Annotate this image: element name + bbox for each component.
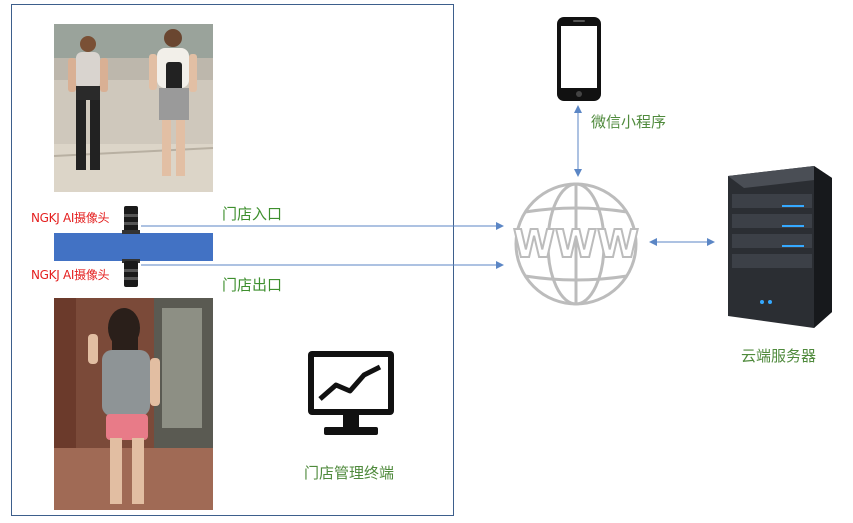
exit-camera-label: NGKJ AI摄像头 bbox=[31, 268, 110, 282]
management-terminal-icon bbox=[306, 349, 396, 439]
entrance-photo bbox=[54, 24, 213, 192]
cloud-server-icon bbox=[722, 162, 834, 332]
entrance-label: 门店入口 bbox=[222, 205, 283, 223]
miniprogram-label: 微信小程序 bbox=[591, 113, 667, 131]
entrance-camera-label: NGKJ AI摄像头 bbox=[31, 211, 110, 225]
cloud-server-label: 云端服务器 bbox=[741, 347, 817, 365]
internet-globe-icon: WWW bbox=[505, 180, 647, 308]
exit-label: 门店出口 bbox=[222, 276, 283, 294]
exit-photo bbox=[54, 298, 213, 510]
exit-camera-icon bbox=[122, 259, 140, 287]
entrance-camera-icon bbox=[122, 206, 140, 234]
store-boundary bbox=[11, 4, 454, 516]
smartphone-icon bbox=[556, 16, 602, 102]
terminal-label: 门店管理终端 bbox=[304, 464, 395, 482]
store-door bbox=[54, 233, 213, 261]
www-text: WWW bbox=[513, 222, 639, 266]
